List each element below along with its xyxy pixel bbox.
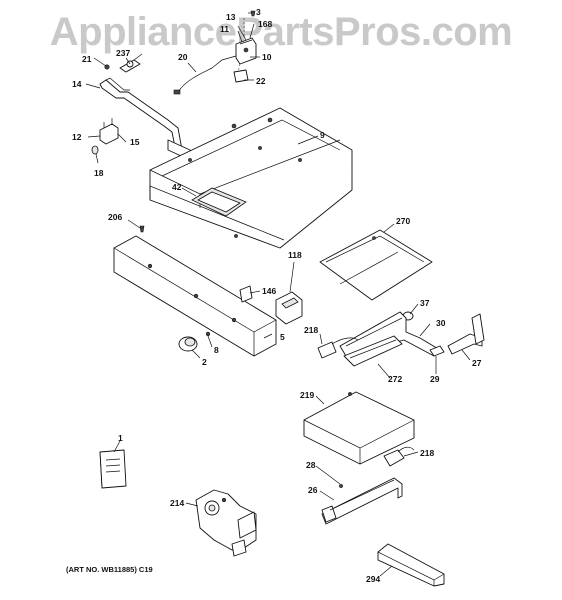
callout-272[interactable]: 272: [388, 374, 402, 384]
knob-stem-8[interactable]: [205, 331, 211, 337]
manifold-panel-5[interactable]: [113, 235, 277, 357]
spark-module-118[interactable]: [275, 291, 303, 325]
watermark-logo: AppliancePartsPros.com: [49, 10, 513, 54]
art-number: (ART NO. WB11885) C19: [66, 565, 153, 574]
callout-42[interactable]: 42: [172, 182, 182, 192]
knob-2[interactable]: [178, 336, 198, 352]
screw-206[interactable]: [139, 225, 145, 233]
leader-lines: [85, 12, 471, 577]
callout-11[interactable]: 11: [220, 24, 229, 34]
igniter-218-lower[interactable]: [383, 446, 415, 467]
igniter-218-upper[interactable]: [317, 337, 359, 359]
owners-manual-1[interactable]: [99, 449, 127, 489]
callout-14[interactable]: 14: [72, 79, 82, 89]
heat-shield-270[interactable]: [319, 229, 433, 301]
callout-1[interactable]: 1: [118, 433, 123, 443]
flame-spreader-42[interactable]: [191, 187, 247, 217]
broiler-pan-219[interactable]: [303, 391, 415, 465]
callout-9[interactable]: 9: [320, 130, 325, 140]
callout-5[interactable]: 5: [280, 332, 285, 342]
burner-272[interactable]: [343, 335, 403, 367]
screw-28[interactable]: [339, 484, 343, 488]
callout-146[interactable]: 146: [262, 286, 276, 296]
air-shutter-27[interactable]: [447, 313, 485, 355]
callout-18[interactable]: 18: [94, 168, 104, 178]
callout-218-upper[interactable]: 218: [304, 325, 318, 335]
callout-237[interactable]: 237: [116, 48, 130, 58]
callout-218-lower[interactable]: 218: [420, 448, 434, 458]
callout-270[interactable]: 270: [396, 216, 410, 226]
spring-clip-18[interactable]: [91, 145, 99, 155]
gas-valve-214[interactable]: [195, 489, 257, 557]
callout-294[interactable]: 294: [366, 574, 380, 584]
callout-219[interactable]: 219: [300, 390, 314, 400]
orifice-29[interactable]: [429, 345, 445, 357]
callout-12[interactable]: 12: [72, 132, 82, 142]
callout-30[interactable]: 30: [436, 318, 446, 328]
wire-20[interactable]: [173, 55, 237, 95]
callout-28[interactable]: 28: [306, 460, 316, 470]
oven-burner-26[interactable]: [321, 477, 403, 525]
callout-118[interactable]: 118: [288, 250, 302, 260]
callout-20[interactable]: 20: [178, 52, 188, 62]
orifice-holder-12[interactable]: [99, 118, 119, 145]
callout-214[interactable]: 214: [170, 498, 184, 508]
callout-3[interactable]: 3: [256, 7, 261, 17]
callout-168[interactable]: 168: [258, 19, 272, 29]
callout-29[interactable]: 29: [430, 374, 440, 384]
callout-8[interactable]: 8: [214, 345, 219, 355]
clip-146[interactable]: [239, 285, 253, 303]
channel-294[interactable]: [377, 543, 445, 587]
callout-27[interactable]: 27: [472, 358, 482, 368]
callout-2[interactable]: 2: [202, 357, 207, 367]
callout-10[interactable]: 10: [262, 52, 272, 62]
callout-21[interactable]: 21: [82, 54, 92, 64]
callout-206[interactable]: 206: [108, 212, 122, 222]
burner-box-9[interactable]: [149, 107, 353, 249]
callout-15[interactable]: 15: [130, 137, 140, 147]
callout-37[interactable]: 37: [420, 298, 430, 308]
callout-labels: 3 13 168 11 237 21 20 10 22 14 9 12 15 1…: [66, 7, 482, 584]
callout-26[interactable]: 26: [308, 485, 318, 495]
thermostat-bracket-10[interactable]: [235, 37, 257, 65]
screw-3[interactable]: [250, 10, 256, 17]
callout-13[interactable]: 13: [226, 12, 236, 22]
callout-22[interactable]: 22: [256, 76, 266, 86]
